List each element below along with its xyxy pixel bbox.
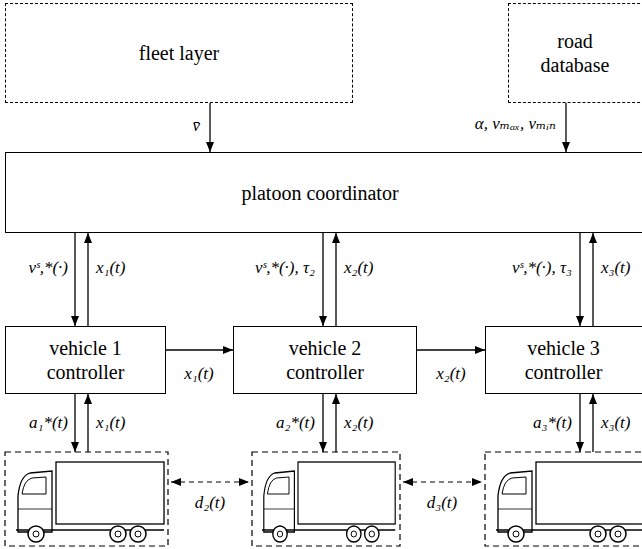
- signal-label: d₂(t): [193, 493, 227, 513]
- signal-label: a₃*(t): [531, 413, 574, 433]
- signal-label: x₃(t): [599, 413, 633, 433]
- signal-label: vˢ,*(·): [27, 258, 70, 278]
- layer-box: road database: [508, 3, 642, 103]
- signal-arrow: [579, 233, 580, 326]
- signal-label: x₂(t): [434, 364, 468, 384]
- truck-frame: [485, 452, 642, 546]
- signal-label: x₁(t): [94, 258, 128, 278]
- node-title: vehicle 1 controller: [28, 336, 143, 384]
- signal-arrow: [417, 349, 485, 350]
- distance-arrows: [171, 481, 482, 482]
- node-title: road database: [525, 29, 625, 77]
- controller-box: vehicle 1 controller: [5, 326, 166, 394]
- signal-arrow: [322, 233, 323, 326]
- signal-arrow: [166, 349, 233, 350]
- signal-label: a₂*(t): [274, 413, 317, 433]
- truck-icon: [262, 462, 395, 542]
- node-title: fleet layer: [139, 41, 220, 65]
- node-title: platoon coordinator: [241, 181, 398, 205]
- signal-label: x₂(t): [342, 413, 376, 433]
- truck-frame: [5, 452, 168, 546]
- controller-box: vehicle 2 controller: [233, 326, 417, 394]
- layer-box: fleet layer: [5, 3, 353, 103]
- signal-arrow: [74, 233, 75, 326]
- signal-label: x₁(t): [182, 364, 216, 384]
- signal-label: a₁*(t): [27, 413, 70, 433]
- signal-arrow: [565, 103, 566, 152]
- signal-label: vˢ,*(·), τ₂: [253, 258, 317, 278]
- truck-frame: [252, 452, 400, 546]
- node-title: vehicle 3 controller: [506, 336, 621, 384]
- signal-label: v̄: [190, 116, 202, 136]
- signal-label: d₃(t): [425, 493, 459, 513]
- controller-box: platoon coordinator: [5, 152, 642, 233]
- signal-label: vˢ,*(·), τ₃: [510, 258, 574, 278]
- signal-label: x₂(t): [342, 258, 376, 278]
- actuation-arrows: [75, 394, 593, 452]
- node-title: vehicle 2 controller: [268, 336, 383, 384]
- signal-arrow: [592, 233, 593, 326]
- controller-box: vehicle 3 controller: [485, 326, 642, 394]
- signal-label: x₁(t): [94, 413, 128, 433]
- signal-arrow: [209, 103, 210, 152]
- truck-icon: [16, 462, 164, 542]
- signal-arrow: [87, 233, 88, 326]
- signal-arrow: [335, 233, 336, 326]
- signal-label: x₃(t): [599, 258, 633, 278]
- truck-icon: [496, 462, 642, 542]
- signal-label: α, vₘₐₓ, vₘᵢₙ: [473, 114, 558, 134]
